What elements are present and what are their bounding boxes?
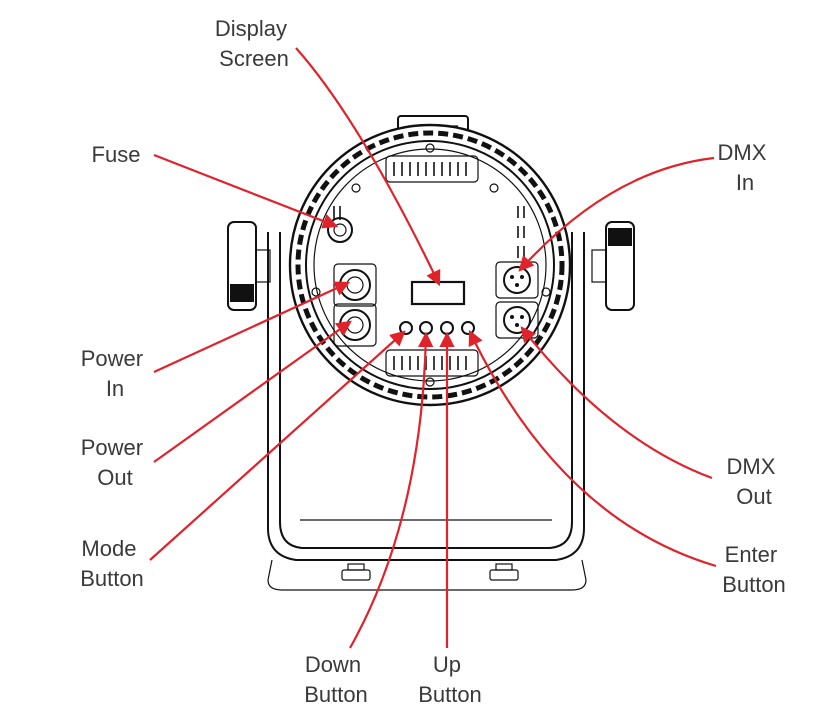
- callout-lines: [149, 47, 717, 649]
- right-tilt-knob: [591, 221, 635, 311]
- bottom-vent: [385, 349, 479, 377]
- label-power-in: Power In: [81, 346, 149, 401]
- label-dmx-out: DMX Out: [726, 454, 781, 509]
- dmx-in-connector: [495, 261, 539, 299]
- down-button[interactable]: [419, 321, 433, 335]
- label-display-screen: Display Screen: [215, 16, 293, 71]
- label-down-button: Down Button: [304, 652, 368, 707]
- label-power-out: Power Out: [81, 435, 149, 490]
- callout-power-out: [153, 320, 352, 463]
- fuse-holder: [327, 217, 353, 243]
- enter-button[interactable]: [461, 321, 475, 335]
- callout-down-button: [349, 331, 434, 649]
- label-enter-button: Enter Button: [722, 542, 786, 597]
- mode-button[interactable]: [399, 321, 413, 335]
- callout-fuse: [153, 153, 339, 229]
- callout-mode-button: [149, 330, 406, 561]
- yoke-bracket: [267, 232, 587, 591]
- left-tilt-knob: [227, 221, 271, 311]
- yoke-base-bolt-right: [489, 563, 519, 581]
- top-vent: [385, 155, 479, 183]
- callout-dmx-out: [520, 326, 713, 480]
- label-up-button: Up Button: [418, 652, 482, 707]
- display-screen: [410, 280, 466, 306]
- label-fuse: Fuse: [92, 142, 141, 167]
- up-button[interactable]: [440, 321, 454, 335]
- callout-enter-button: [468, 329, 717, 568]
- callout-dmx-in: [518, 156, 715, 272]
- dmx-out-connector: [495, 301, 539, 339]
- callout-power-in: [153, 281, 351, 373]
- yoke-base-bolt-left: [341, 563, 371, 581]
- label-mode-button: Mode Button: [80, 536, 144, 591]
- panel-screws: [311, 143, 551, 387]
- label-dmx-in: DMX In: [717, 140, 772, 195]
- callout-display-screen: [295, 47, 441, 287]
